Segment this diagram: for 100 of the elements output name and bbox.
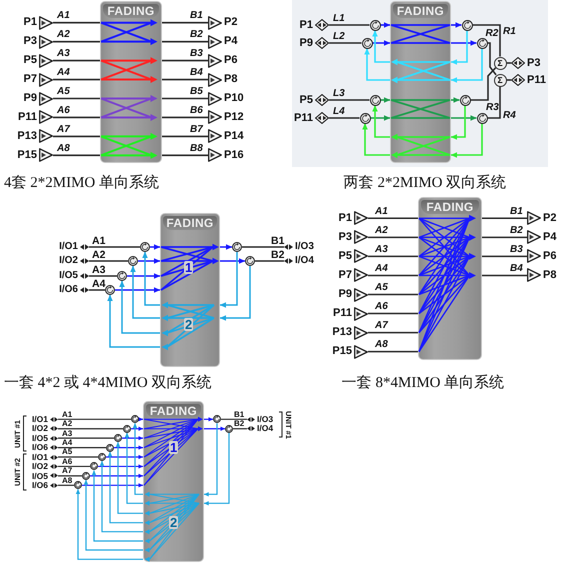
- port-label: P15: [332, 346, 352, 358]
- connector-line: [58, 466, 90, 468]
- circulator-symbol: [128, 256, 138, 266]
- port-label: P5: [24, 55, 37, 66]
- box-title: FADING: [103, 4, 159, 18]
- connector-line: [242, 246, 284, 248]
- connector-line: [89, 289, 105, 291]
- arrow: [130, 266, 160, 319]
- connector-line: [53, 22, 100, 24]
- circulator-symbol: [117, 271, 127, 281]
- port-label: P10: [224, 93, 244, 104]
- port-label: P13: [332, 327, 352, 338]
- port-label: I/O2: [59, 256, 78, 266]
- edge-label: R4: [503, 111, 516, 121]
- edge-label: B1: [190, 11, 203, 22]
- circulator-symbol: [106, 444, 114, 452]
- connector-line: [58, 484, 74, 486]
- circulator-symbol: [98, 453, 106, 462]
- arrow: [90, 474, 144, 478]
- connector-line: [368, 350, 418, 352]
- arrow: [204, 423, 218, 496]
- connector-line: [53, 116, 100, 118]
- arrow: [451, 97, 460, 103]
- arrow: [138, 417, 144, 422]
- caption: 一套 4*2 或 4*4MIMO 双向系统: [4, 375, 212, 392]
- circulator-symbol: [123, 424, 131, 433]
- arrow: [362, 123, 390, 156]
- edge-label: B3: [510, 244, 523, 255]
- connector-line: [58, 446, 106, 448]
- connector-line: [89, 275, 117, 277]
- connector-line: [58, 438, 114, 439]
- edge-label: B7: [190, 124, 203, 135]
- edge-label: R3: [486, 103, 499, 113]
- circulator-symbol: [213, 415, 221, 424]
- circulator-symbol: [140, 242, 150, 252]
- arrow: [108, 451, 143, 524]
- arrow: [76, 489, 143, 560]
- arrow: [119, 280, 160, 334]
- port-label: P15: [17, 150, 37, 161]
- port-label: P7: [24, 74, 37, 86]
- arrow: [380, 22, 390, 28]
- port-label: P2: [543, 212, 556, 224]
- edge-label: A6: [57, 106, 70, 116]
- circulator-symbol: [90, 462, 98, 470]
- arrow: [124, 432, 143, 504]
- arrow: [98, 464, 144, 469]
- edge-label: A1: [375, 206, 388, 217]
- connector-line: [329, 117, 360, 119]
- port-label: P7: [338, 270, 352, 281]
- edge-label: B4: [510, 264, 523, 274]
- port-label: P11: [333, 308, 352, 320]
- edge-label: B1: [234, 410, 244, 419]
- connector-line: [53, 136, 100, 138]
- connector-line: [53, 78, 100, 80]
- connector-line: [162, 98, 208, 100]
- connector-line: [482, 236, 527, 238]
- arrow: [220, 244, 232, 250]
- connector-line: [368, 256, 418, 258]
- circulator-symbol: [74, 481, 82, 490]
- arrow: [220, 258, 246, 264]
- connector-line: [58, 475, 82, 476]
- edge-label: L3: [333, 88, 345, 98]
- edge-label: B2: [234, 420, 244, 428]
- arrow: [150, 244, 160, 250]
- port-label: P3: [338, 232, 352, 243]
- port-label: I/O5: [32, 434, 48, 442]
- connector-line: [53, 154, 100, 156]
- edge-label: A3: [62, 430, 72, 438]
- arrow: [138, 258, 160, 264]
- box-title: FADING: [421, 200, 479, 214]
- arrow: [370, 115, 390, 121]
- edge-label: B1: [271, 236, 284, 246]
- connector-line: [162, 22, 208, 24]
- edge-label: A7: [57, 124, 70, 135]
- connector-line: [89, 260, 128, 262]
- edge-label: A7: [375, 321, 388, 332]
- edge-label: A1: [92, 236, 106, 246]
- edge-label: B6: [190, 106, 203, 116]
- edge-label: L1: [333, 14, 345, 24]
- connector-line: [233, 428, 247, 430]
- arrow: [204, 432, 230, 506]
- arrow: [450, 106, 466, 140]
- circulator-symbol: [114, 434, 122, 442]
- arrow: [142, 252, 160, 306]
- port-label: P9: [300, 38, 313, 48]
- edge-label: L4: [333, 106, 345, 116]
- edge-label: A7: [62, 467, 72, 476]
- arrow: [204, 426, 226, 431]
- arrow: [122, 436, 144, 440]
- port-label: P9: [338, 289, 352, 300]
- connector-line: [221, 418, 247, 420]
- circulator-symbol: [131, 415, 139, 424]
- port-label: I/O3: [295, 242, 314, 252]
- port-label: P8: [543, 270, 556, 281]
- port-label: I/O1: [32, 452, 48, 462]
- arrow: [372, 40, 390, 46]
- connector-line: [470, 67, 496, 101]
- connector-line: [368, 332, 418, 334]
- circulator-symbol: [245, 256, 255, 266]
- arrow: [364, 48, 390, 81]
